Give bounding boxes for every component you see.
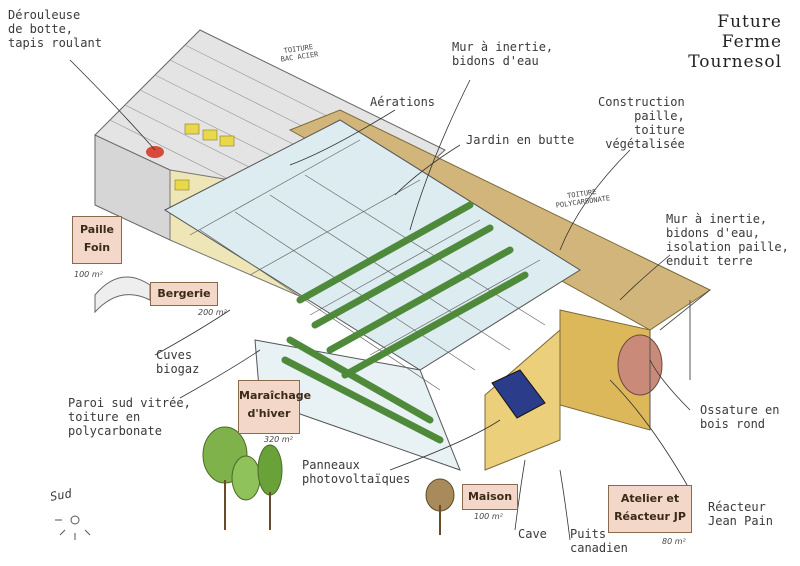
label-mur-inertie-2: Mur à inertie, bidons d'eau, isolation p… xyxy=(666,212,789,268)
label-reacteur: Réacteur Jean Pain xyxy=(708,500,774,528)
label-construction: Construction paille, toiture végétalisée xyxy=(598,95,685,151)
bale-unroller xyxy=(146,146,164,158)
sun-icon xyxy=(55,515,91,540)
label-aerations: Aérations xyxy=(370,95,436,109)
box-maison: Maison xyxy=(462,484,518,510)
box-atelier: Atelier et Réacteur JP xyxy=(608,485,692,533)
area-maraichage: 320 m² xyxy=(264,435,293,444)
box-bergerie: Bergerie xyxy=(150,282,218,306)
label-mur-inertie-1: Mur à inertie, bidons d'eau xyxy=(452,40,554,68)
label-puits: Puits canadien xyxy=(570,527,628,555)
jean-pain-reactor xyxy=(617,334,663,396)
area-atelier: 80 m² xyxy=(662,537,686,546)
hay-bales xyxy=(174,123,235,191)
leader-lines xyxy=(69,59,691,541)
label-paroi: Paroi sud vitrée, toiture en polycarbona… xyxy=(68,396,191,438)
round-wood-frame xyxy=(649,289,711,430)
page-title: Future Ferme Tournesol xyxy=(688,12,782,72)
box-maraichage: Maraîchage d'hiver xyxy=(238,380,311,434)
label-cave: Cave xyxy=(518,527,547,541)
area-paille: 100 m² xyxy=(74,270,103,279)
area-maison: 100 m² xyxy=(474,512,503,521)
box-paille: Paille Foin xyxy=(72,216,122,264)
greenhouse-frame xyxy=(189,139,546,391)
plant-rows xyxy=(281,201,529,444)
label-jardin: Jardin en butte xyxy=(466,133,575,147)
solar-panels xyxy=(491,369,546,419)
area-bergerie: 200 m² xyxy=(198,308,227,317)
label-panneaux: Panneaux photovoltaïques xyxy=(302,458,411,486)
biogas-tanks xyxy=(94,276,151,314)
trees xyxy=(202,426,455,535)
label-cuves: Cuves biogaz xyxy=(156,348,200,376)
label-derouleuse: Dérouleuse de botte, tapis roulant xyxy=(8,8,102,50)
label-ossature: Ossature en bois rond xyxy=(700,403,780,431)
